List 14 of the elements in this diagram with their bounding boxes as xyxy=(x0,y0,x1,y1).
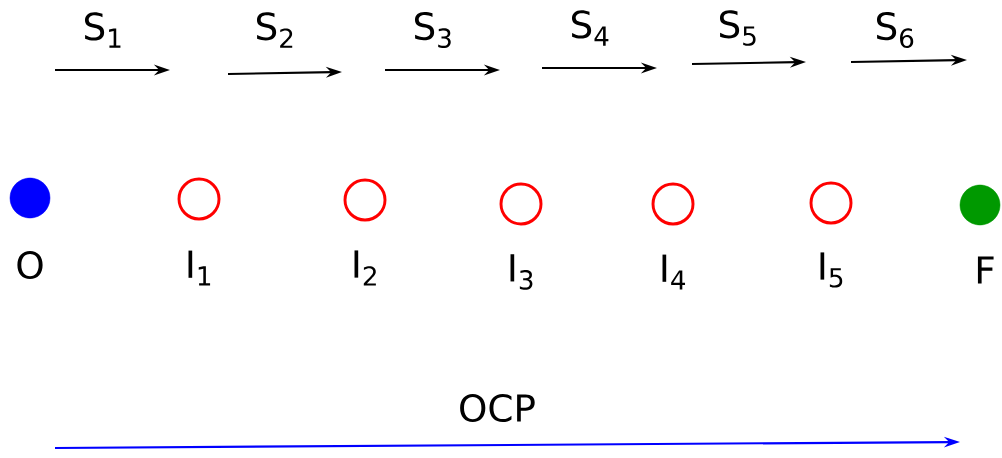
node-label: F xyxy=(977,256,994,284)
node-label: I$_{1}$ xyxy=(188,250,211,286)
arrow-label: OCP xyxy=(460,393,535,423)
node-label: I$_{5}$ xyxy=(820,252,843,288)
node-label: I$_{3}$ xyxy=(510,254,533,290)
node-label: I$_{4}$ xyxy=(662,254,686,290)
arrow-label: S$_{4}$ xyxy=(572,10,609,46)
arrow-label: S$_{6}$ xyxy=(877,12,914,49)
arrow-label: S$_{2}$ xyxy=(257,12,293,48)
arrow-label: S$_{1}$ xyxy=(85,12,121,48)
node-label: O xyxy=(17,250,43,280)
arrow-label: S$_{3}$ xyxy=(415,12,451,49)
arrow-label: S$_{5}$ xyxy=(720,10,756,46)
node-label: I$_{2}$ xyxy=(354,250,376,286)
